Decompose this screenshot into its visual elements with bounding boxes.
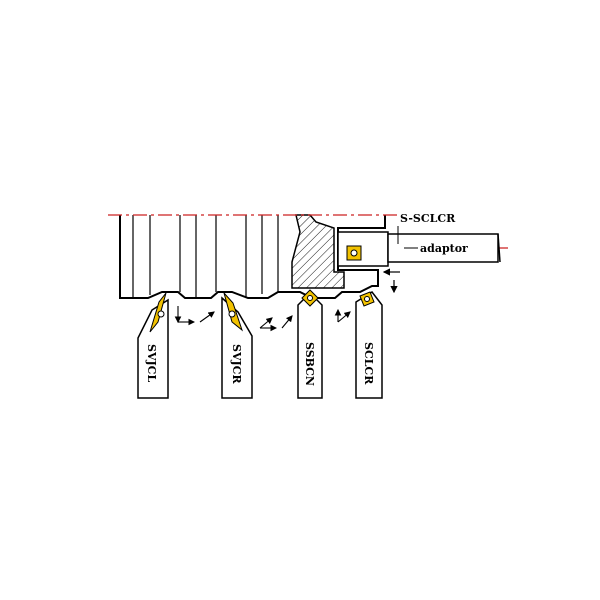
hatch-section-icon xyxy=(291,214,345,289)
boring-bar-assembly: S-SCLCR adaptor xyxy=(337,212,501,267)
boring-bar-callout: S-SCLCR xyxy=(400,212,456,225)
insert-screw-icon xyxy=(228,310,236,318)
insert-screw-icon xyxy=(350,249,358,257)
holder-ssbcn: SSBCN xyxy=(297,289,323,399)
holder-label: SCLCR xyxy=(362,342,375,385)
holder-label: SVJCR xyxy=(230,344,243,384)
insert-screw-icon xyxy=(364,296,370,302)
workpiece xyxy=(119,214,386,299)
insert-screw-icon xyxy=(307,295,313,301)
adaptor-edge xyxy=(497,233,501,263)
holder-sclcr: SCLCR xyxy=(355,291,383,399)
holder-body xyxy=(137,298,169,399)
holder-label: SVJCL xyxy=(145,344,158,382)
feed-arrows xyxy=(174,306,351,332)
feed-arrow-icon xyxy=(382,268,400,294)
boring-bar-head xyxy=(337,231,389,267)
holder-label: SSBCN xyxy=(303,342,316,386)
adaptor-callout: adaptor xyxy=(420,242,468,255)
workpiece-profile xyxy=(119,215,386,299)
holder-svjcr: SVJCR xyxy=(221,292,253,399)
insert-screw-icon xyxy=(157,310,165,318)
holder-svjcl: SVJCL xyxy=(137,292,169,399)
